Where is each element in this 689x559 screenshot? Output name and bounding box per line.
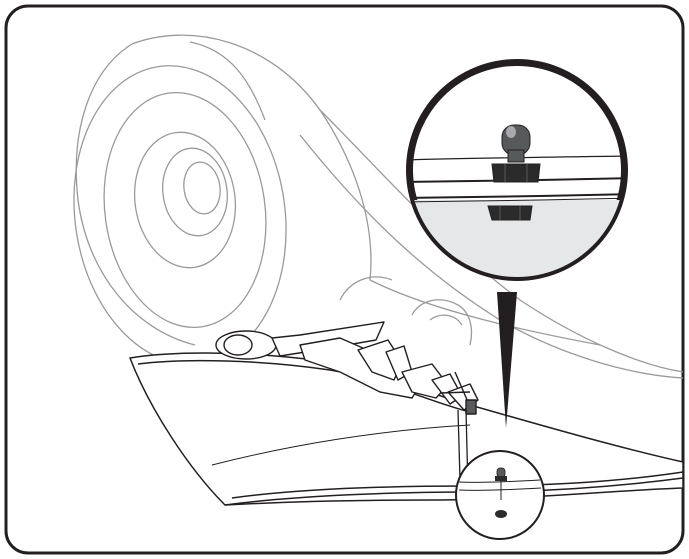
blade-assembly: [215, 321, 479, 415]
magnified-callout: [406, 59, 628, 281]
callout-pointer: [497, 292, 517, 428]
small-callout: [455, 450, 545, 540]
